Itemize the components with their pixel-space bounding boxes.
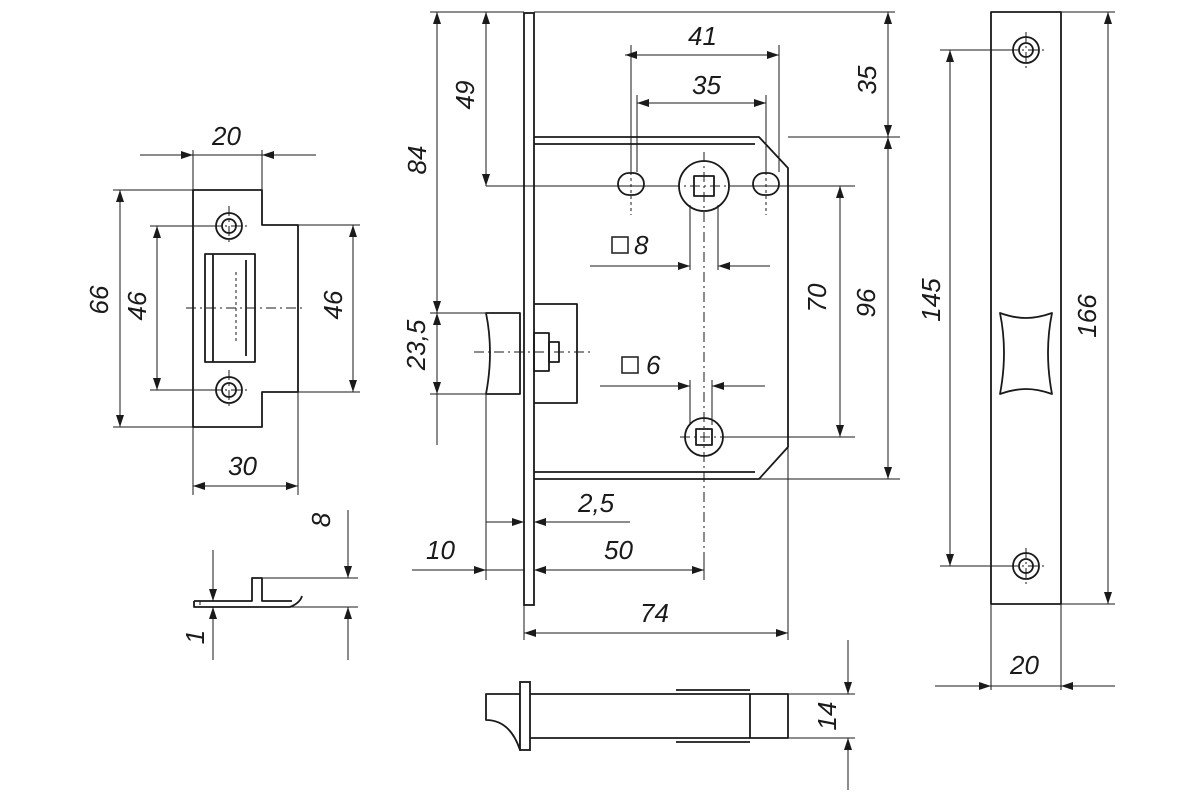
svg-text:66: 66	[84, 285, 114, 314]
dim-mount-41: 41	[625, 21, 779, 59]
svg-text:84: 84	[402, 146, 432, 175]
dim-center-distance-70: 70	[802, 186, 844, 437]
svg-text:35: 35	[852, 65, 882, 94]
lock-extension-lines	[430, 11, 900, 640]
svg-text:35: 35	[692, 70, 721, 100]
svg-text:20: 20	[211, 121, 241, 151]
lock-body-bottom-view	[485, 681, 855, 751]
svg-text:8: 8	[306, 512, 336, 527]
svg-text:14: 14	[812, 702, 842, 731]
dim-backset-50: 50	[534, 535, 704, 574]
dim-faceplate-2-5: 2,5	[486, 488, 630, 526]
dim-top-35: 35	[852, 12, 892, 137]
dim-strike-height-66: 66	[84, 190, 124, 427]
dim-faceplate-holes-145: 145	[916, 50, 954, 566]
dim-latch-body-14: 14	[812, 640, 852, 790]
dim-body-height-96: 96	[851, 137, 892, 479]
svg-text:20: 20	[1009, 650, 1039, 680]
svg-text:8: 8	[634, 230, 649, 260]
strike-extension-lines	[113, 150, 360, 495]
dim-latch-23-5: 23,5	[401, 313, 441, 445]
dim-spindle-square-8: 8	[590, 230, 770, 270]
svg-text:70: 70	[802, 283, 832, 312]
dim-faceplate-width-20: 20	[935, 650, 1115, 690]
strike-plate-side-view	[193, 577, 358, 608]
svg-text:145: 145	[916, 278, 946, 322]
svg-text:6: 6	[646, 350, 661, 380]
dim-latch-projection-10: 10	[412, 535, 524, 574]
dim-body-depth-74: 74	[524, 598, 788, 637]
dim-strike-width-30: 30	[193, 451, 298, 490]
dim-spindle-49: 49	[450, 12, 490, 186]
svg-text:74: 74	[640, 598, 669, 628]
svg-text:96: 96	[851, 288, 881, 317]
svg-text:46: 46	[122, 291, 152, 320]
dim-body-top-84: 84	[402, 12, 441, 313]
svg-text:50: 50	[604, 535, 633, 565]
svg-text:166: 166	[1072, 294, 1102, 338]
dim-privacy-square-6: 6	[600, 350, 765, 390]
svg-text:30: 30	[228, 451, 257, 481]
dim-faceplate-length-166: 166	[1072, 12, 1112, 604]
dim-strike-width-top: 20	[140, 121, 316, 159]
svg-text:46: 46	[318, 290, 348, 319]
dim-strike-holes-left-46: 46	[122, 226, 161, 390]
svg-text:1: 1	[180, 630, 210, 644]
dim-strike-lip-8: 8	[306, 510, 352, 660]
svg-text:23,5: 23,5	[401, 319, 431, 371]
dim-strike-thickness-1: 1	[180, 550, 217, 660]
svg-text:41: 41	[688, 21, 717, 51]
svg-text:10: 10	[426, 535, 455, 565]
svg-text:49: 49	[450, 81, 480, 110]
svg-text:2,5: 2,5	[577, 488, 615, 518]
dim-strike-holes-right-46: 46	[318, 225, 357, 392]
dim-mount-35: 35	[637, 70, 766, 107]
faceplate-side-view	[940, 11, 1115, 690]
